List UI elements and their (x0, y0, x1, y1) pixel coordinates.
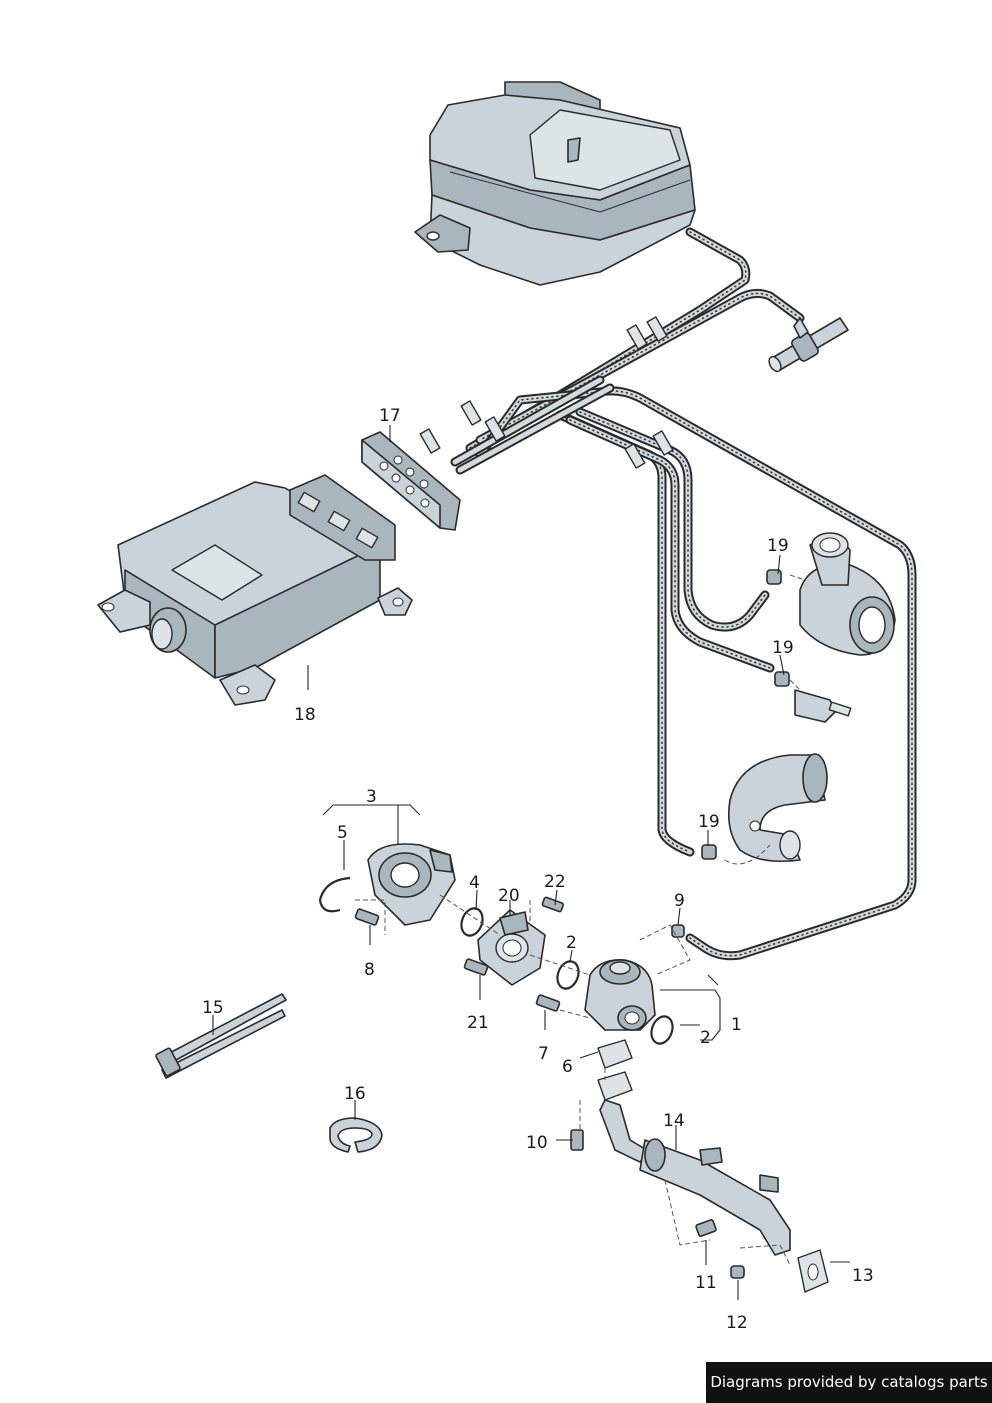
label-19-lower: 19 (698, 812, 720, 832)
pressure-sensor (794, 689, 852, 723)
label-6: 6 (562, 1057, 573, 1077)
t-piece-connector (768, 317, 849, 373)
label-16: 16 (344, 1084, 366, 1104)
label-21: 21 (467, 1013, 489, 1033)
label-4: 4 (469, 873, 480, 893)
label-8: 8 (364, 960, 375, 980)
label-18: 18 (294, 705, 316, 725)
nut (730, 1265, 745, 1279)
vacuum-hoses (450, 227, 917, 961)
dashed-guides (355, 574, 806, 1266)
label-22: 22 (544, 872, 566, 892)
label-13: 13 (852, 1266, 874, 1286)
label-20: 20 (498, 886, 520, 906)
label-5: 5 (337, 823, 348, 843)
egr-valve (584, 958, 656, 1031)
seal-clip (318, 876, 351, 913)
label-15: 15 (202, 998, 224, 1018)
turbocharger (799, 532, 896, 656)
label-17: 17 (379, 406, 401, 426)
credit-banner: Diagrams provided by catalogs parts (706, 1362, 992, 1403)
label-1: 1 (731, 1015, 742, 1035)
label-11: 11 (695, 1273, 717, 1293)
label-14: 14 (663, 1111, 685, 1131)
air-filter-housing (414, 81, 696, 286)
label-2-upper: 2 (566, 933, 577, 953)
part-labels: 17 18 19 19 19 3 5 4 20 22 9 2 8 21 1 2 … (202, 406, 874, 1333)
leader-lines (212, 425, 850, 1300)
flange-adapter (477, 909, 546, 986)
intake-elbow (727, 753, 828, 863)
label-2-lower: 2 (700, 1028, 711, 1048)
label-9: 9 (674, 891, 685, 911)
label-19-upper: 19 (767, 536, 789, 556)
label-12: 12 (726, 1313, 748, 1333)
bolts (354, 896, 717, 1237)
label-10: 10 (526, 1133, 548, 1153)
gaskets (597, 1039, 829, 1293)
hose-clip (329, 1117, 383, 1153)
control-unit (97, 474, 413, 706)
throttle-body (367, 843, 456, 926)
label-7: 7 (538, 1044, 549, 1064)
harness-connector (361, 431, 461, 531)
label-3: 3 (366, 787, 377, 807)
harness-clips (419, 316, 674, 469)
egr-cooler (597, 1071, 791, 1256)
label-19-middle: 19 (772, 638, 794, 658)
cable-tie (155, 993, 287, 1079)
o-rings (460, 907, 674, 1045)
